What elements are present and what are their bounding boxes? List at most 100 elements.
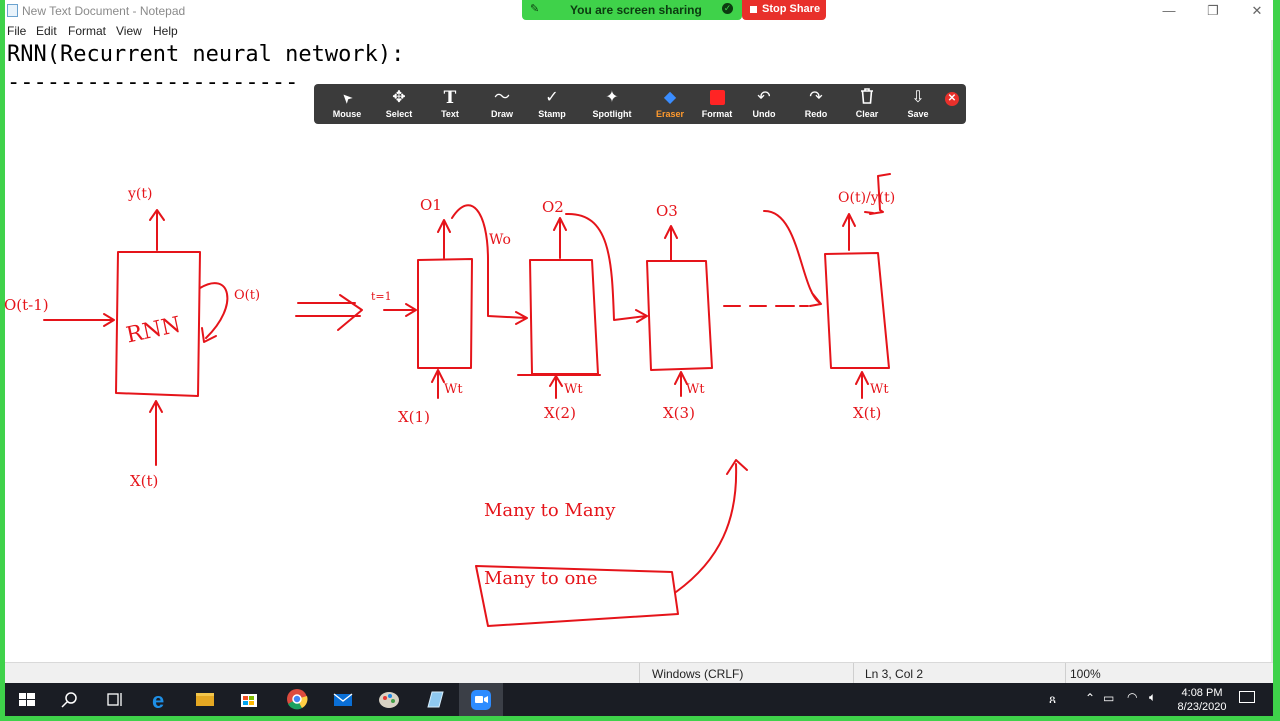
tool-draw[interactable]: 〜 Draw (477, 84, 527, 124)
status-zoom: 100% (1070, 667, 1101, 681)
redo-icon: ↷ (809, 89, 823, 106)
cell3-input-arrow (674, 371, 688, 397)
status-divider (853, 663, 854, 683)
pin-icon: ✎ (530, 3, 540, 15)
system-clock[interactable]: 4:08 PM 8/23/2020 (1170, 686, 1234, 714)
recurrent-arrow-2 (565, 212, 648, 323)
zoom-app-icon (471, 690, 491, 710)
tool-label: Stamp (538, 109, 566, 119)
status-divider (1065, 663, 1066, 683)
shield-check-icon: ✓ (722, 3, 733, 14)
move-icon: ✥ (392, 89, 406, 106)
tool-clear[interactable]: Clear (842, 84, 892, 124)
people-icon[interactable]: ጸ (1049, 692, 1057, 706)
taskbar-paint[interactable] (367, 683, 411, 716)
unrolled-cell-2 (529, 259, 599, 375)
maximize-button[interactable]: ❐ (1207, 3, 1219, 18)
menu-edit[interactable]: Edit (36, 24, 57, 38)
unrolled-cell-1 (417, 258, 473, 369)
tool-mouse[interactable]: ➤ Mouse (322, 84, 372, 124)
trash-icon (842, 88, 892, 108)
chevron-up-icon[interactable]: ⌃ (1085, 691, 1096, 705)
tool-label: Save (907, 109, 929, 119)
many-to-one-arrow (675, 459, 748, 593)
taskbar-mail[interactable] (321, 683, 365, 716)
taskbar-store[interactable] (227, 683, 271, 716)
tool-label: Clear (855, 109, 879, 119)
sharing-status: You are screen sharing (570, 3, 702, 17)
mail-icon (333, 693, 353, 706)
undo-icon: ↶ (757, 89, 771, 106)
tool-format[interactable]: Format (692, 84, 742, 124)
text-icon: T (443, 88, 457, 108)
tool-label: Spotlight (592, 109, 632, 119)
clock-time: 4:08 PM (1181, 687, 1223, 699)
wifi-icon[interactable]: ◠ (1127, 690, 1138, 704)
tool-spotlight[interactable]: ✦ Spotlight (587, 84, 637, 124)
title-bar: New Text Document - Notepad — ❐ ✕ (5, 0, 1273, 22)
taskbar-notepad[interactable] (413, 683, 457, 716)
windows-logo-icon (19, 693, 35, 706)
tool-select[interactable]: ✥ Select (374, 84, 424, 124)
recurrent-arrow-1 (451, 204, 528, 325)
tool-save[interactable]: ⇩ Save (893, 84, 943, 124)
cell2-output-arrow (553, 217, 567, 259)
format-color-icon (692, 88, 742, 108)
tool-eraser[interactable]: ◆ Eraser (645, 84, 695, 124)
status-position: Ln 3, Col 2 (865, 667, 924, 681)
minimize-button[interactable]: — (1162, 3, 1176, 18)
menu-view[interactable]: View (116, 24, 142, 38)
stop-share-button[interactable]: Stop Share (742, 0, 826, 20)
vertical-scrollbar[interactable] (1271, 40, 1273, 662)
task-view-button[interactable] (93, 683, 137, 716)
draw-icon: 〜 (493, 89, 510, 106)
cell3-output-arrow (664, 225, 678, 261)
tool-label: Mouse (332, 109, 362, 119)
battery-icon[interactable]: ▭ (1103, 691, 1115, 705)
volume-icon[interactable]: 🔈︎ (1149, 690, 1157, 704)
tool-undo[interactable]: ↶ Undo (739, 84, 789, 124)
close-toolbar-icon[interactable]: ✕ (945, 92, 959, 106)
eraser-icon: ◆ (663, 89, 677, 106)
search-button[interactable] (49, 683, 93, 716)
cellt-input-arrow (855, 371, 869, 399)
tool-label: Draw (490, 109, 513, 119)
stop-icon (750, 6, 757, 13)
cell1-input-arrow (431, 369, 445, 399)
screen-sharing-banner[interactable]: ✎ You are screen sharing ✓ (522, 0, 742, 20)
rnn-prev-output-arrow (43, 313, 115, 327)
close-button[interactable]: ✕ (1251, 3, 1263, 18)
menu-file[interactable]: File (7, 24, 27, 38)
taskbar-file-explorer[interactable] (183, 683, 227, 716)
cell2-input-arrow (549, 375, 563, 399)
tool-redo[interactable]: ↷ Redo (791, 84, 841, 124)
start-button[interactable] (5, 683, 49, 716)
notepad-app-icon (427, 691, 444, 708)
status-bar: Windows (CRLF) Ln 3, Col 2 100% (5, 662, 1273, 683)
search-icon (61, 692, 77, 708)
unrolled-cell-t (824, 252, 890, 369)
paint-icon (379, 692, 399, 708)
action-center-icon[interactable] (1239, 691, 1255, 703)
menu-help[interactable]: Help (153, 24, 178, 38)
cell1-output-arrow (437, 219, 451, 259)
editor-text-line[interactable]: RNN(Recurrent neural network): (7, 42, 405, 67)
menu-format[interactable]: Format (68, 24, 107, 38)
taskbar-edge[interactable]: e (139, 683, 183, 716)
tool-text[interactable]: T Text (425, 84, 475, 124)
task-view-icon (107, 693, 122, 706)
store-icon (241, 694, 257, 707)
chrome-icon (287, 689, 308, 710)
stop-share-label: Stop Share (762, 3, 821, 15)
window-title: New Text Document - Notepad (22, 4, 186, 18)
unrolled-cell-3 (646, 260, 713, 371)
annotation-toolbar: ➤ Mouse ✥ Select T Text 〜 Draw ✓ Stamp ✦… (314, 84, 966, 124)
tool-stamp[interactable]: ✓ Stamp (527, 84, 577, 124)
taskbar-zoom[interactable] (459, 683, 503, 716)
save-icon: ⇩ (911, 89, 925, 106)
edge-browser-icon: e (152, 688, 164, 713)
taskbar-chrome[interactable] (275, 683, 319, 716)
editor-text-line[interactable]: ---------------------- (7, 70, 299, 95)
folder-icon (196, 693, 214, 706)
stamp-icon: ✓ (545, 89, 559, 106)
